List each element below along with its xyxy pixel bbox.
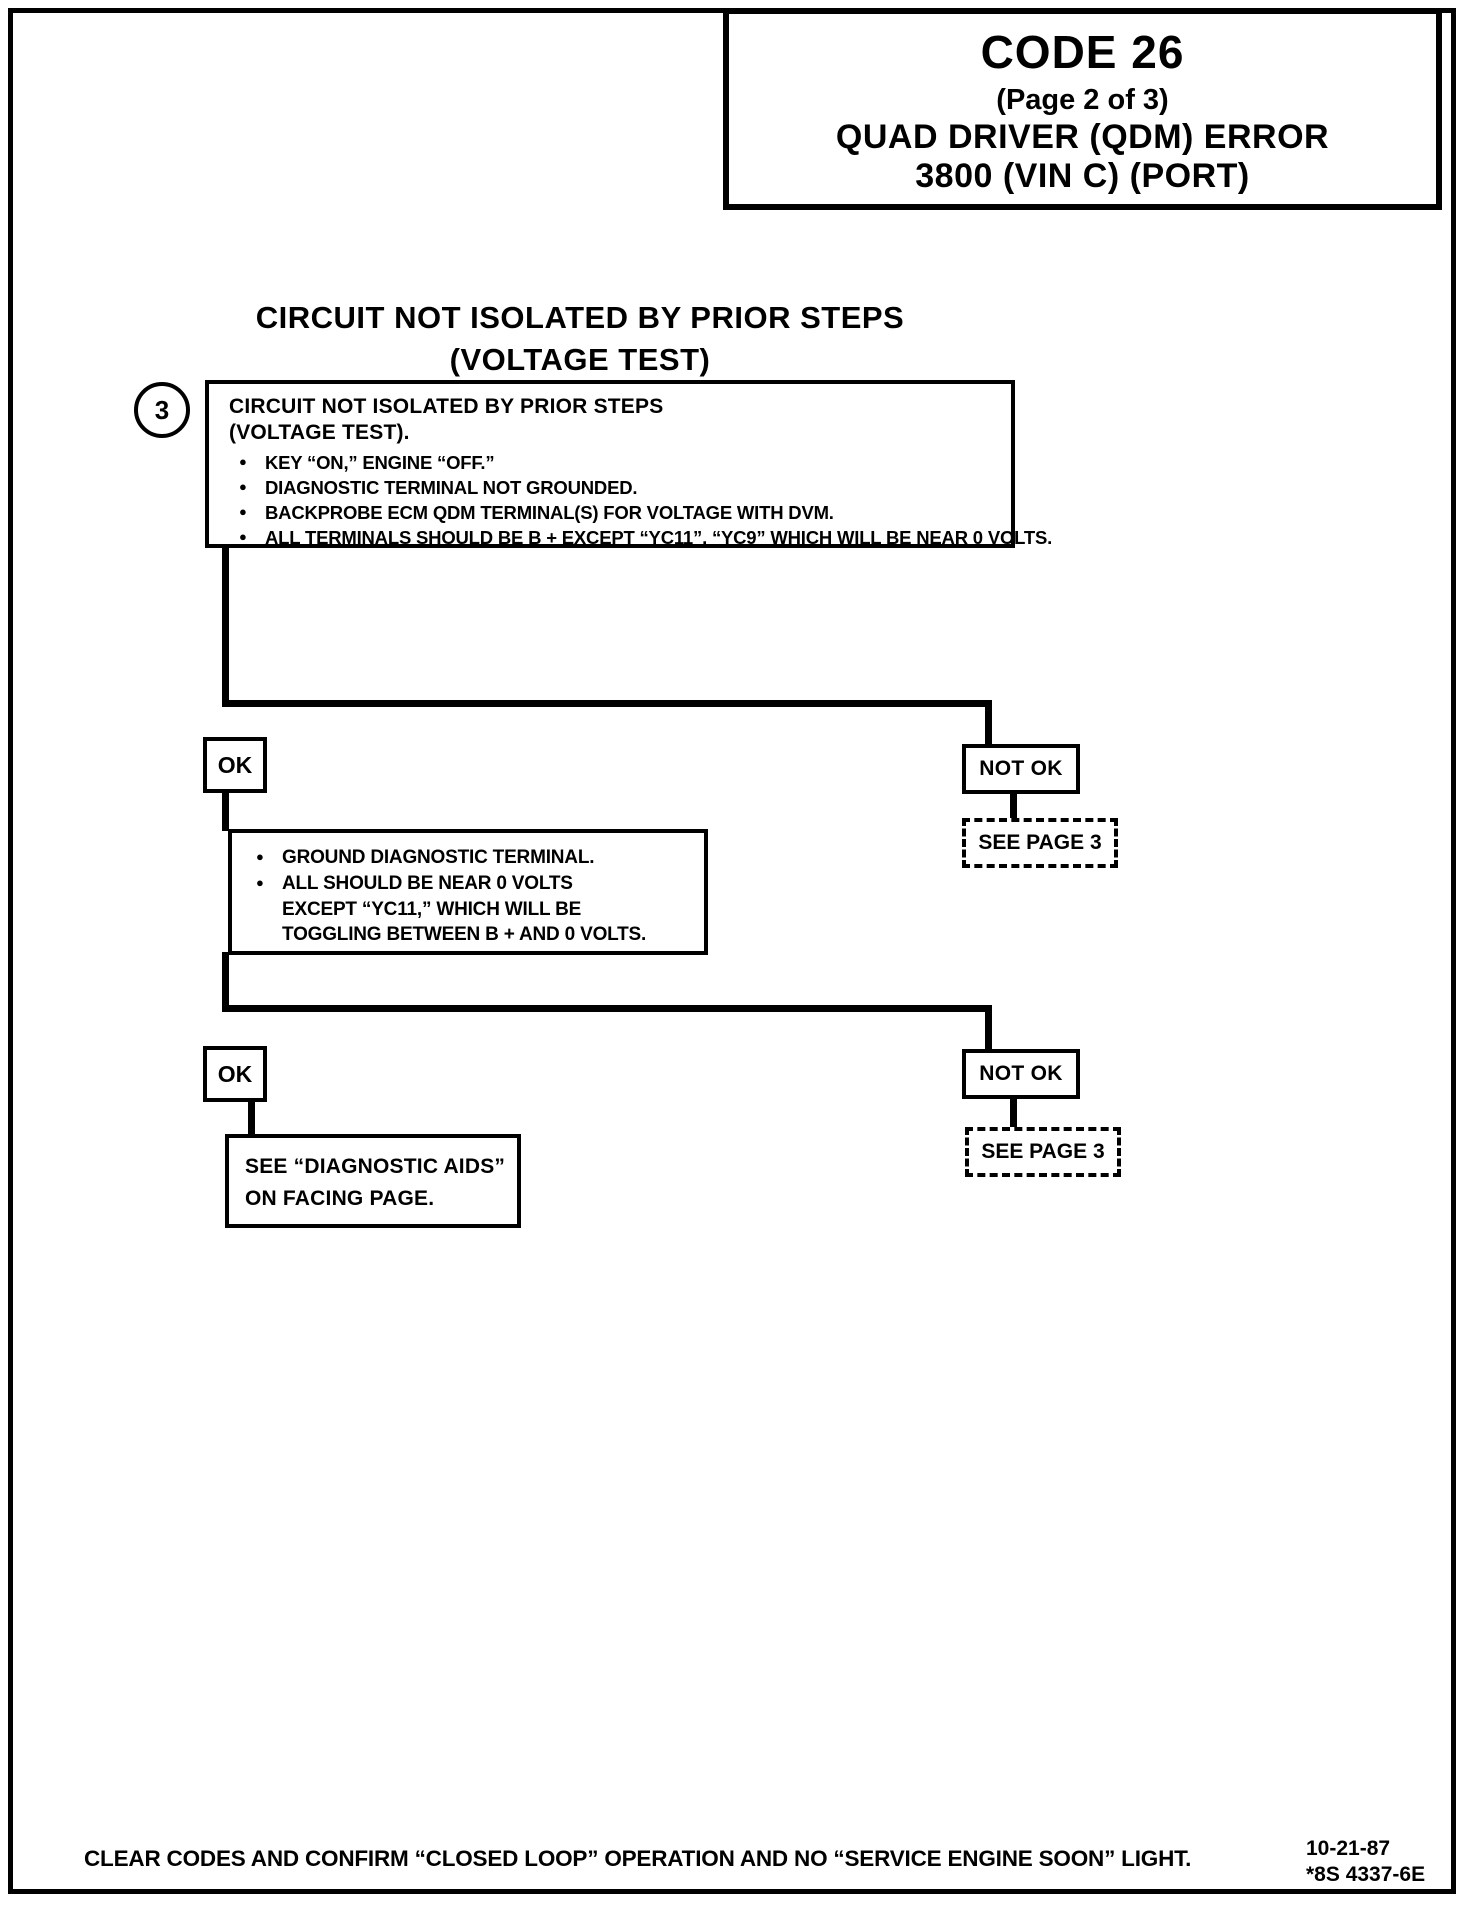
- chart-title-line2: (VOLTAGE TEST): [449, 341, 711, 377]
- connector-line: [985, 1005, 992, 1053]
- footer-date: 10-21-87: [1306, 1837, 1391, 1860]
- see-page-3-box-2: SEE PAGE 3: [965, 1127, 1121, 1177]
- footer-reference: 10-21-87 *8S 4337-6E: [1306, 1836, 1425, 1889]
- ok-box-2: OK: [203, 1046, 267, 1102]
- bullet-text: BACKPROBE ECM QDM TERMINAL(S) FOR VOLTAG…: [265, 501, 834, 523]
- diagnostic-aids-line2: ON FACING PAGE.: [245, 1186, 435, 1210]
- step-box-bullets: ● KEY “ON,” ENGINE “OFF.” ● DIAGNOSTIC T…: [229, 450, 1052, 551]
- header-subtitle-error: QUAD DRIVER (QDM) ERROR: [835, 117, 1330, 156]
- bullet-text: KEY “ON,” ENGINE “OFF.”: [265, 451, 495, 473]
- bullet-item: ● DIAGNOSTIC TERMINAL NOT GROUNDED.: [229, 475, 1001, 500]
- not-ok-box-2: NOT OK: [962, 1049, 1080, 1099]
- bullet-icon: ●: [239, 453, 247, 469]
- step-instruction-box: CIRCUIT NOT ISOLATED BY PRIOR STEPS (VOL…: [205, 380, 1052, 551]
- connector-line: [222, 952, 229, 1012]
- ok-box-1: OK: [203, 737, 267, 793]
- bullet-icon: ●: [256, 874, 264, 890]
- bullet-item: ● ALL TERMINALS SHOULD BE B + EXCEPT “YC…: [229, 525, 1052, 550]
- bullet-item: ● BACKPROBE ECM QDM TERMINAL(S) FOR VOLT…: [229, 500, 1001, 525]
- bullet-item: ● KEY “ON,” ENGINE “OFF.”: [229, 450, 1001, 475]
- ok-label-1: OK: [217, 751, 253, 778]
- connector-line: [1010, 1099, 1017, 1131]
- bullet-item: ● GROUND DIAGNOSTIC TERMINAL.: [246, 845, 696, 871]
- chart-title-line1: CIRCUIT NOT ISOLATED BY PRIOR STEPS: [255, 300, 905, 335]
- bullet-text: GROUND DIAGNOSTIC TERMINAL.: [282, 847, 595, 868]
- connector-line: [222, 1005, 992, 1012]
- connector-line: [248, 1102, 255, 1138]
- connector-line: [222, 546, 229, 704]
- not-ok-label-2: NOT OK: [979, 1062, 1063, 1085]
- bullet-item: ● ALL SHOULD BE NEAR 0 VOLTS EXCEPT “YC1…: [246, 871, 696, 948]
- bullet-icon: ●: [239, 503, 247, 519]
- bullet-text: DIAGNOSTIC TERMINAL NOT GROUNDED.: [265, 476, 638, 498]
- connector-line: [1010, 794, 1017, 820]
- chart-title: CIRCUIT NOT ISOLATED BY PRIOR STEPS (VOL…: [100, 297, 1060, 381]
- page-info: (Page 2 of 3): [996, 84, 1169, 117]
- bullet-icon: ●: [239, 528, 247, 544]
- see-page-3-box-1: SEE PAGE 3: [962, 818, 1118, 868]
- connector-line: [985, 700, 992, 745]
- connector-line: [222, 700, 992, 707]
- ground-terminal-box: ● GROUND DIAGNOSTIC TERMINAL. ● ALL SHOU…: [228, 829, 708, 955]
- ok-label-2: OK: [217, 1060, 253, 1087]
- code-title: CODE 26: [980, 26, 1185, 78]
- step-number: 3: [154, 394, 170, 425]
- page-border: [8, 8, 1456, 1894]
- not-ok-label-1: NOT OK: [979, 757, 1063, 780]
- step-number-circle: 3: [134, 382, 190, 438]
- step-box-title-line2: (VOLTAGE TEST).: [229, 421, 410, 445]
- header-subtitle-engine: 3800 (VIN C) (PORT): [915, 156, 1250, 195]
- diagnostic-aids-line1: SEE “DIAGNOSTIC AIDS”: [245, 1155, 506, 1178]
- bullet-text: ALL SHOULD BE NEAR 0 VOLTS EXCEPT “YC11,…: [282, 872, 647, 946]
- footer-note: CLEAR CODES AND CONFIRM “CLOSED LOOP” OP…: [84, 1846, 1192, 1871]
- not-ok-box-1: NOT OK: [962, 744, 1080, 794]
- connector-line: [222, 793, 229, 831]
- diagnostic-aids-box: SEE “DIAGNOSTIC AIDS” ON FACING PAGE.: [225, 1134, 521, 1228]
- bullet-icon: ●: [256, 849, 264, 864]
- bullet-icon: ●: [239, 478, 247, 494]
- footer-doc-number: *8S 4337-6E: [1306, 1863, 1426, 1887]
- see-page-3-label-2: SEE PAGE 3: [981, 1140, 1105, 1163]
- header-title-box: CODE 26 (Page 2 of 3) QUAD DRIVER (QDM) …: [723, 8, 1442, 210]
- see-page-3-label-1: SEE PAGE 3: [978, 831, 1102, 854]
- bullet-text: ALL TERMINALS SHOULD BE B + EXCEPT “YC11…: [265, 526, 1053, 548]
- step-box-title-line1: CIRCUIT NOT ISOLATED BY PRIOR STEPS: [229, 395, 664, 418]
